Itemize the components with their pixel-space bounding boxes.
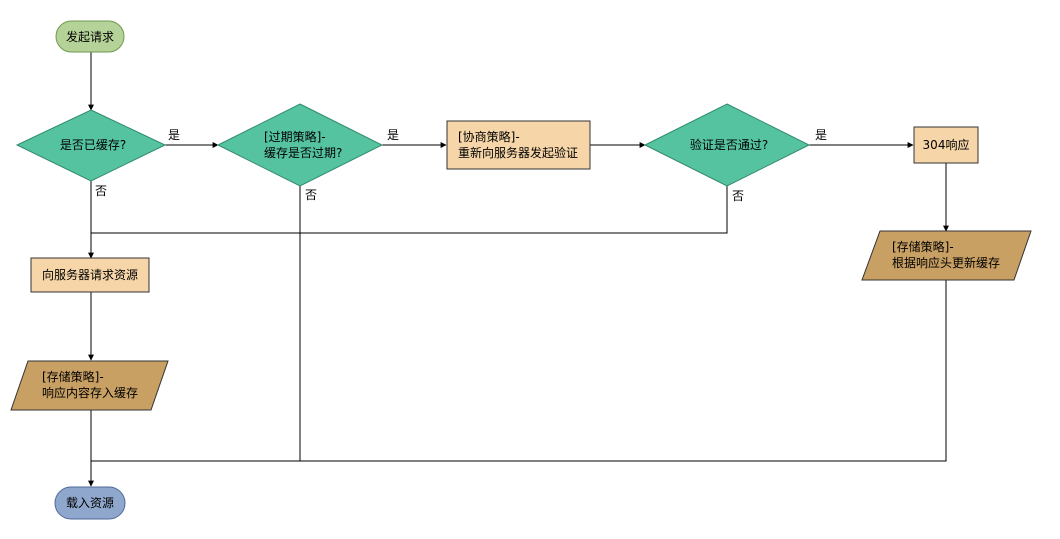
update-cache-line2: 根据响应头更新缓存 xyxy=(892,255,1000,270)
load-label: 载入资源 xyxy=(66,496,114,510)
expiry-label-line2: 缓存是否过期? xyxy=(264,146,342,160)
label-expiry-yes: 是 xyxy=(387,128,399,142)
label-expiry-no: 否 xyxy=(305,188,317,202)
is-cached-label: 是否已缓存? xyxy=(60,138,126,152)
response-304-process: 304响应 xyxy=(913,126,979,164)
store-cache-line1: [存储策略]- xyxy=(42,369,104,384)
update-cache-line1: [存储策略]- xyxy=(892,239,954,254)
request-server-process: 向服务器请求资源 xyxy=(30,257,150,293)
start-node: 发起请求 xyxy=(55,20,125,53)
negotiate-process: [协商策略]- 重新向服务器发起验证 xyxy=(446,120,591,170)
request-server-label: 向服务器请求资源 xyxy=(42,267,138,282)
store-cache-io: [存储策略]- 响应内容存入缓存 xyxy=(10,360,169,411)
store-cache-line2: 响应内容存入缓存 xyxy=(42,385,138,400)
verify-decision: 验证是否通过? xyxy=(643,103,811,187)
start-label: 发起请求 xyxy=(66,29,114,44)
update-cache-io: [存储策略]- 根据响应头更新缓存 xyxy=(861,230,1032,281)
load-node: 载入资源 xyxy=(54,486,126,520)
label-verify-no: 否 xyxy=(732,189,744,203)
is-cached-decision: 是否已缓存? xyxy=(15,109,167,182)
response-304-label: 304响应 xyxy=(923,137,970,152)
connectors xyxy=(88,52,949,487)
edge-expiry-no xyxy=(91,186,301,462)
expiry-decision: [过期策略]- 缓存是否过期? xyxy=(216,103,384,187)
label-cached-yes: 是 xyxy=(168,128,180,142)
expiry-label-line1: [过期策略]- xyxy=(264,129,326,144)
edge-verify-no xyxy=(91,186,728,234)
verify-label: 验证是否通过? xyxy=(690,137,768,152)
label-verify-yes: 是 xyxy=(815,128,827,142)
negotiate-label-line1: [协商策略]- xyxy=(458,129,520,144)
edge-update-to-load xyxy=(91,280,947,462)
label-cached-no: 否 xyxy=(95,184,107,198)
negotiate-label-line2: 重新向服务器发起验证 xyxy=(458,145,578,160)
